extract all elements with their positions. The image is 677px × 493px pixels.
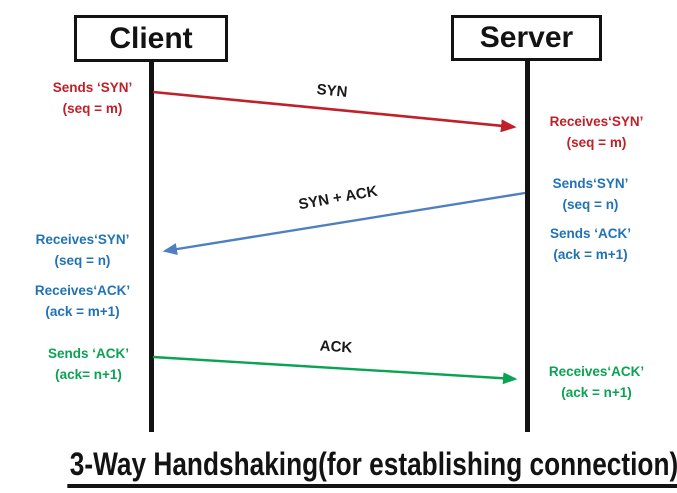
client-receives-ack-note: Receives‘ACK’ (ack = m+1) [20, 280, 145, 322]
note-line1: Receives‘ACK’ [34, 283, 131, 298]
client-lifeline [149, 60, 154, 432]
note-line1: Sends ‘ACK’ [47, 346, 129, 361]
diagram-title: 3-Way Handshaking(for establishing conne… [67, 446, 677, 488]
client-sends-syn-note: Sends ‘SYN’ (seq = m) [30, 77, 155, 119]
client-receives-syn-note: Receives‘SYN’ (seq = n) [20, 229, 145, 271]
ack-arrow [152, 355, 518, 385]
server-sends-ack-note: Sends ‘ACK’ (ack = m+1) [528, 223, 653, 265]
note-line1: Sends‘SYN’ [552, 176, 629, 191]
note-line2: (seq = m) [62, 101, 123, 116]
client-actor-label: Client [109, 21, 193, 55]
note-line2: (ack = m+1) [45, 304, 120, 319]
note-line1: Receives‘ACK’ [548, 364, 645, 379]
ack-arrow-label: ACK [319, 337, 353, 357]
note-line1: Sends ‘ACK’ [549, 226, 631, 241]
syn-arrow [152, 90, 517, 133]
server-actor-box: Server [451, 15, 602, 61]
note-line2: (ack = n+1) [561, 385, 632, 400]
note-line2: (ack = m+1) [553, 247, 628, 262]
syn-ack-arrow [162, 191, 526, 256]
client-sends-ack-note: Sends ‘ACK’ (ack= n+1) [26, 343, 151, 385]
note-line2: (ack= n+1) [55, 367, 122, 382]
server-lifeline [525, 59, 530, 432]
server-sends-syn-note: Sends‘SYN’ (seq = n) [528, 173, 653, 215]
note-line1: Sends ‘SYN’ [52, 80, 133, 95]
client-actor-box: Client [74, 15, 228, 62]
syn-arrow-label: SYN [315, 81, 349, 101]
server-actor-label: Server [479, 21, 574, 54]
note-line2: (seq = n) [54, 253, 111, 268]
note-line1: Receives‘SYN’ [35, 232, 130, 247]
server-receives-syn-note: Receives‘SYN’ (seq = m) [534, 111, 659, 153]
diagram-title-row: 3-Way Handshaking(for establishing conne… [0, 446, 677, 488]
server-receives-ack-note: Receives‘ACK’ (ack = n+1) [534, 361, 659, 403]
note-line1: Receives‘SYN’ [549, 114, 644, 129]
note-line2: (seq = n) [562, 197, 619, 212]
note-line2: (seq = m) [566, 135, 627, 150]
